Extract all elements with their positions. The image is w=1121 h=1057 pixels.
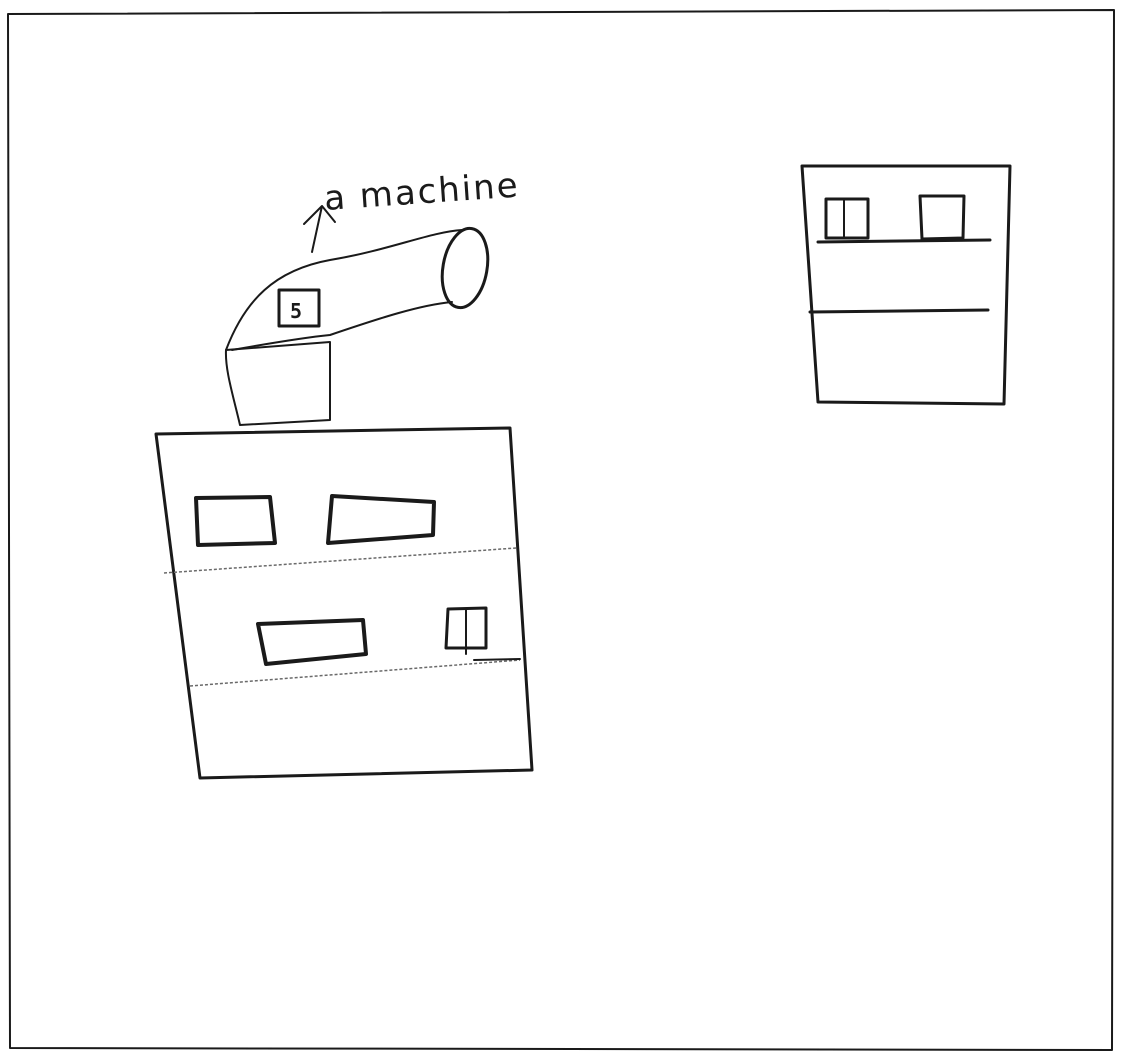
side-panel-checkbox — [826, 199, 868, 238]
pipe-badge: 5 — [279, 290, 319, 326]
pipe-top-edge — [226, 230, 462, 350]
side-panel-divider-1 — [818, 240, 990, 242]
pipe-stem — [226, 342, 330, 425]
main-panel-divider-1 — [164, 548, 516, 573]
main-panel-field-1 — [196, 497, 275, 545]
side-panel-divider-2 — [810, 310, 988, 312]
main-panel-field-2 — [328, 496, 434, 543]
side-panel — [802, 166, 1010, 404]
side-panel-frame — [802, 166, 1010, 404]
main-panel — [156, 428, 532, 778]
main-panel-checkbox-mark — [466, 610, 520, 660]
pipe-badge-text: 5 — [290, 299, 302, 323]
pipe-bottom-edge — [232, 302, 452, 350]
pipe-opening — [436, 225, 493, 311]
side-panel-box — [920, 196, 964, 239]
pipe-connector — [226, 225, 494, 425]
main-panel-frame — [156, 428, 532, 778]
main-panel-divider-2 — [190, 660, 520, 686]
main-panel-field-3 — [258, 620, 366, 664]
annotation-label: a machine — [323, 165, 521, 219]
